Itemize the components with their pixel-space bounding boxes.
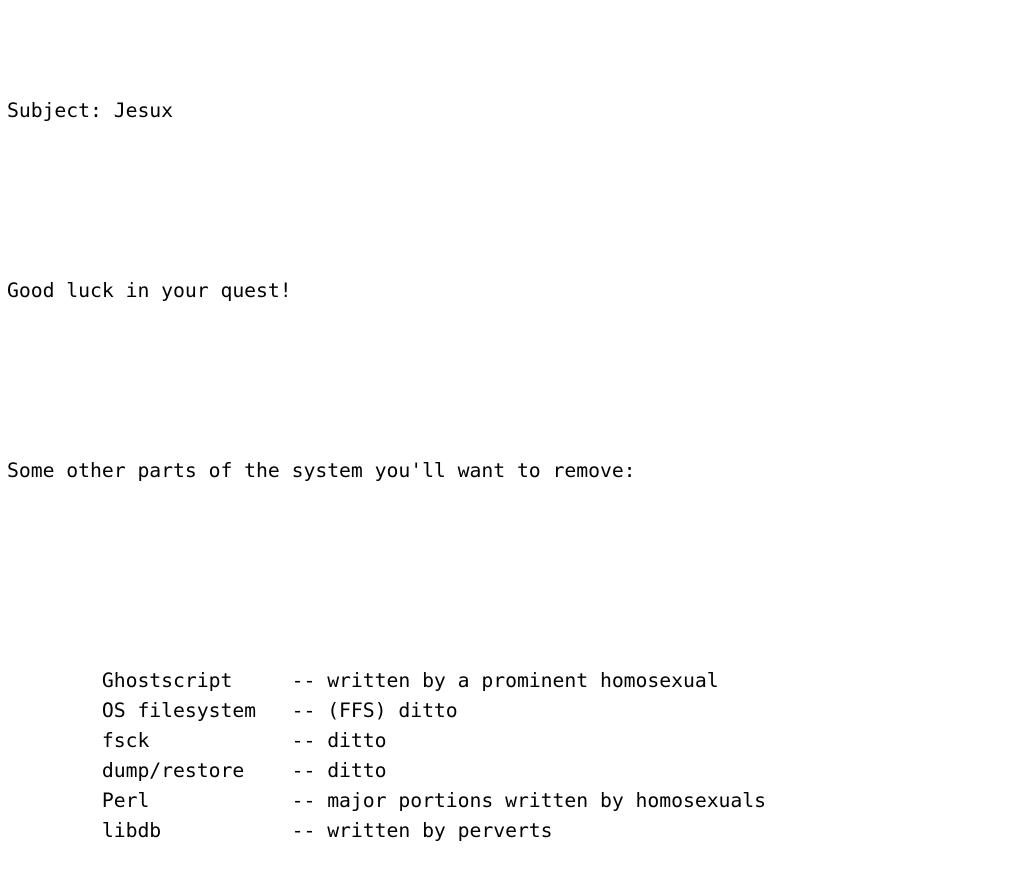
- list-item: Perl -- major portions written by homose…: [7, 786, 1032, 816]
- list-item-name: fsck: [101, 729, 292, 752]
- list-item-indent: [7, 669, 102, 692]
- list-item-description: ditto: [327, 729, 387, 752]
- list-item: OS filesystem -- (FFS) ditto: [7, 696, 1032, 726]
- list-item-description: major portions written by homosexuals: [327, 789, 766, 812]
- list-item-separator: --: [291, 729, 328, 752]
- greeting-line: Good luck in your quest!: [7, 279, 292, 302]
- list-item-indent: [7, 759, 102, 782]
- list-item-name: OS filesystem: [101, 699, 292, 722]
- removal-list: Ghostscript -- written by a prominent ho…: [7, 666, 1032, 846]
- list-item-name: dump/restore: [101, 759, 292, 782]
- intro-line: Some other parts of the system you'll wa…: [7, 459, 636, 482]
- list-item-separator: --: [291, 789, 328, 812]
- list-item-indent: [7, 789, 102, 812]
- list-item-description: written by perverts: [327, 819, 553, 842]
- list-item-name: Ghostscript: [101, 669, 292, 692]
- list-item-separator: --: [291, 819, 328, 842]
- list-item-name: Perl: [101, 789, 292, 812]
- blank-line: [7, 366, 1032, 396]
- blank-line: [7, 186, 1032, 216]
- list-item: Ghostscript -- written by a prominent ho…: [7, 666, 1032, 696]
- list-item-description: (FFS) ditto: [327, 699, 458, 722]
- list-item-separator: --: [291, 759, 328, 782]
- text-document-page: Subject: Jesux Good luck in your quest! …: [7, 99, 767, 842]
- list-item-description: ditto: [327, 759, 387, 782]
- blank-line: [7, 546, 1032, 576]
- list-item-name: libdb: [101, 819, 292, 842]
- list-item-description: written by a prominent homosexual: [327, 669, 719, 692]
- list-item: fsck -- ditto: [7, 726, 1032, 756]
- list-item-separator: --: [291, 699, 328, 722]
- list-item: dump/restore -- ditto: [7, 756, 1032, 786]
- list-item-separator: --: [291, 669, 328, 692]
- list-item: libdb -- written by perverts: [7, 816, 1032, 846]
- subject-line: Subject: Jesux: [7, 99, 174, 122]
- message-body: Subject: Jesux Good luck in your quest! …: [7, 6, 1032, 876]
- list-item-indent: [7, 819, 102, 842]
- list-item-indent: [7, 729, 102, 752]
- list-item-indent: [7, 699, 102, 722]
